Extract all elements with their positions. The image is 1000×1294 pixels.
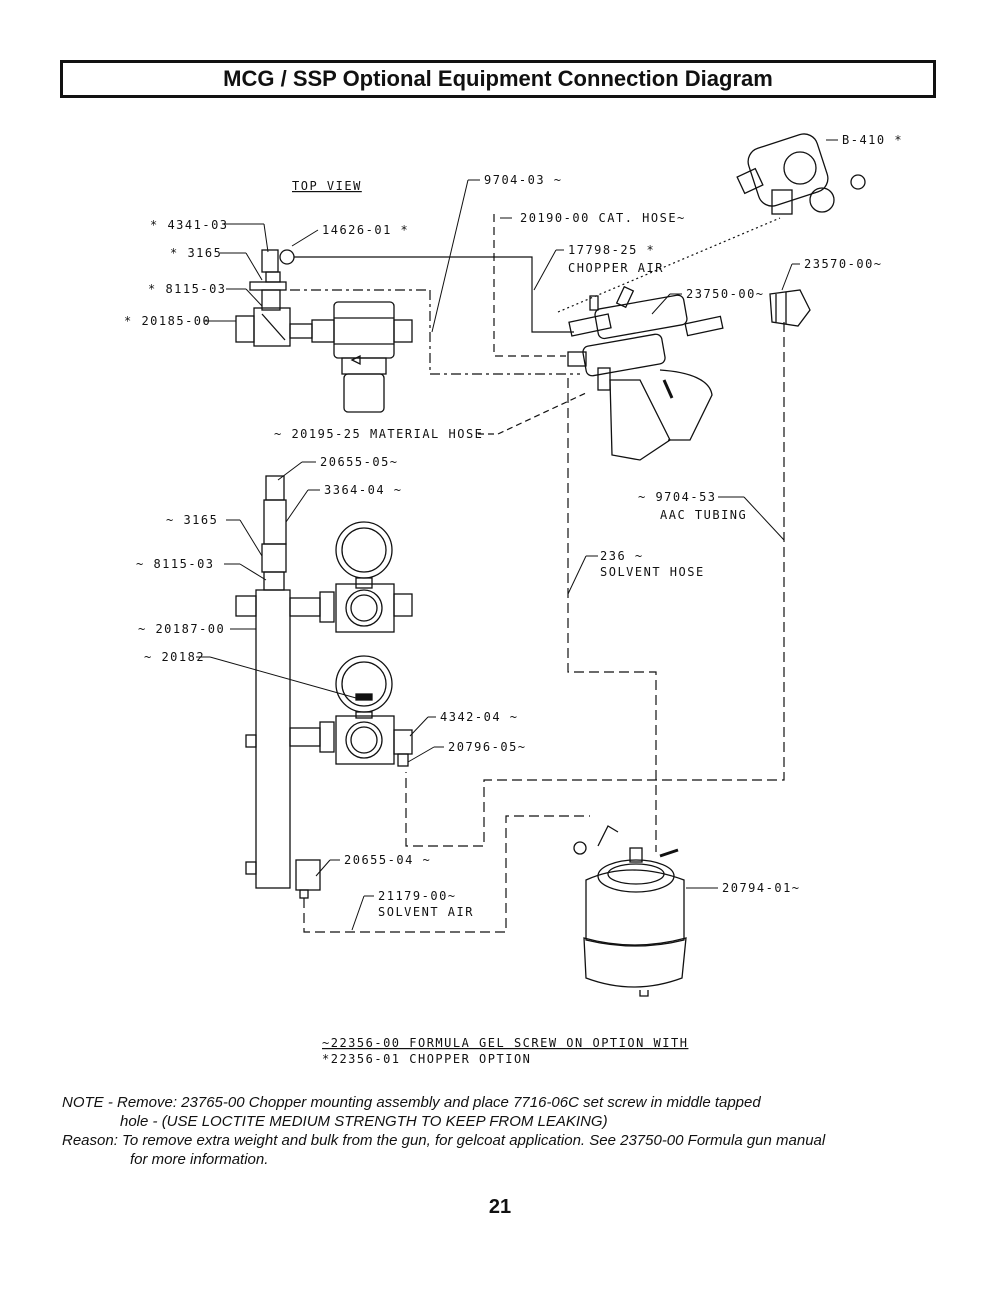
leader-lines [196, 139, 838, 931]
label-20182: ~ 20182 [144, 650, 205, 664]
label-23750: 23750-00~ [686, 287, 765, 301]
manifold-20187 [235, 475, 321, 899]
label-8115a: * 8115-03 [148, 282, 227, 296]
label-b410: B-410 * [842, 133, 903, 147]
solvent-air-line [303, 815, 590, 933]
nozzle-23570 [769, 289, 811, 327]
label-4341: * 4341-03 [150, 218, 229, 232]
label-23570: 23570-00~ [804, 257, 883, 271]
label-20655-04: 20655-04 ~ [344, 853, 431, 867]
label-236: 236 ~ [600, 549, 644, 563]
option-line-2: *22356-01 CHOPPER OPTION [322, 1052, 531, 1066]
label-solvent-air: SOLVENT AIR [378, 905, 474, 919]
label-21179: 21179-00~ [378, 889, 457, 903]
label-9704-53: ~ 9704-53 [638, 490, 717, 504]
chopper-b410 [736, 133, 866, 215]
note-line-3: Reason: To remove extra weight and bulk … [62, 1132, 826, 1149]
chopper-dotted-line [557, 217, 781, 313]
material-hose-line [429, 290, 580, 375]
pressure-pot-20794 [573, 825, 687, 997]
label-4342: 4342-04 ~ [440, 710, 519, 724]
note-line-1: NOTE - Remove: 23765-00 Chopper mounting… [62, 1094, 761, 1111]
label-20655-05: 20655-05~ [320, 455, 399, 469]
label-17798: 17798-25 * [568, 243, 655, 257]
label-20794: 20794-01~ [722, 881, 801, 895]
label-20796: 20796-05~ [448, 740, 527, 754]
label-20190: 20190-00 CAT. HOSE~ [520, 211, 686, 225]
aac-tubing-line [405, 322, 785, 847]
hose-lines [290, 214, 785, 933]
solvent-hose-line [567, 378, 657, 852]
label-solvent-hose: SOLVENT HOSE [600, 565, 705, 579]
lower-gauge-regulator [289, 655, 413, 767]
page-number: 21 [488, 1196, 512, 1218]
top-view-regulator-assembly [235, 249, 413, 413]
part-labels: TOP VIEW * 4341-03 * 3165 * 8115-03 * 20… [124, 133, 903, 1066]
label-20185: * 20185-00 [124, 314, 211, 328]
material-hose-lower [478, 391, 589, 435]
spray-gun-23750 [567, 285, 724, 461]
title-box: MCG / SSP Optional Equipment Connection … [60, 60, 936, 98]
label-chopper-air: CHOPPER AIR [568, 261, 664, 275]
label-20187: ~ 20187-00 [138, 622, 225, 636]
label-3364: 3364-04 ~ [324, 483, 403, 497]
note-line-4: for more information. [130, 1151, 269, 1168]
label-8115b: ~ 8115-03 [136, 557, 215, 571]
label-3165a: * 3165 [170, 246, 222, 260]
label-aac-tubing: AAC TUBING [660, 508, 747, 522]
chopper-air-line [294, 256, 574, 333]
page-title: MCG / SSP Optional Equipment Connection … [223, 66, 773, 91]
cat-hose-line [493, 214, 566, 357]
top-view-label: TOP VIEW [292, 179, 362, 193]
label-9704-03: 9704-03 ~ [484, 173, 563, 187]
label-3165b: ~ 3165 [166, 513, 218, 527]
upper-gauge-regulator [289, 521, 413, 633]
option-line-1: ~22356-00 FORMULA GEL SCREW ON OPTION WI… [322, 1036, 688, 1050]
label-20195: ~ 20195-25 MATERIAL HOSE [274, 427, 483, 441]
label-14626: 14626-01 * [322, 223, 409, 237]
note-line-2: hole - (USE LOCTITE MEDIUM STRENGTH TO K… [120, 1113, 608, 1130]
